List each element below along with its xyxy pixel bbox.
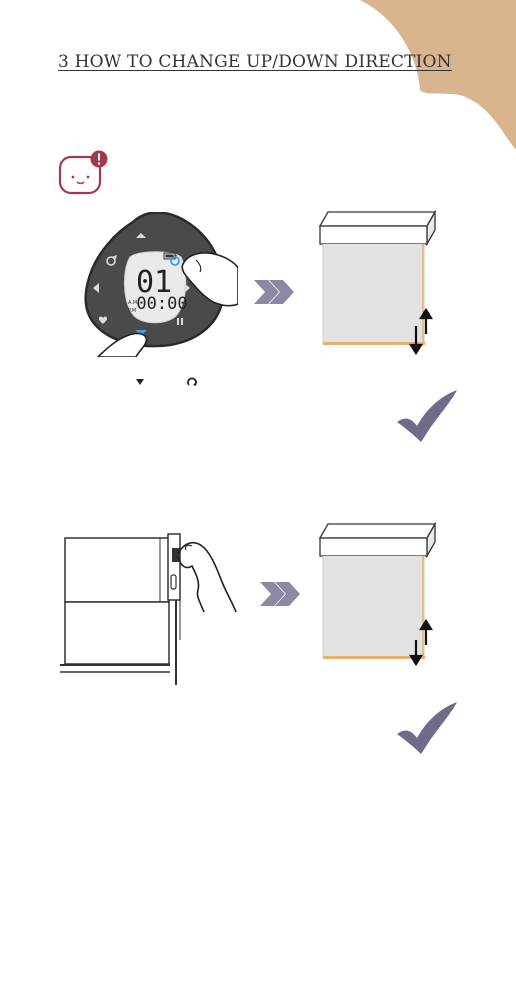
roller-blind-illustration-1 (315, 208, 440, 358)
remote-control: 01 00:00 A.M P.M (78, 212, 238, 357)
next-step-arrow-icon (252, 278, 297, 306)
alert-face-icon (58, 150, 108, 196)
motor-side-view-illustration (60, 530, 240, 688)
check-mark-icon-2 (395, 700, 463, 756)
remote-time-display: 00:00 (136, 294, 187, 314)
remote-am-label: A.M (128, 300, 137, 306)
roller-blind-illustration-2 (315, 520, 440, 670)
remote-pm-label: P.M (128, 308, 136, 314)
check-mark-icon (395, 388, 463, 444)
down-triangle-icon (135, 377, 145, 387)
reverse-arrow-icon (186, 376, 198, 388)
page-title: 3 HOW TO CHANGE UP/DOWN DIRECTION (58, 52, 452, 72)
next-step-arrow-icon-2 (258, 580, 303, 608)
